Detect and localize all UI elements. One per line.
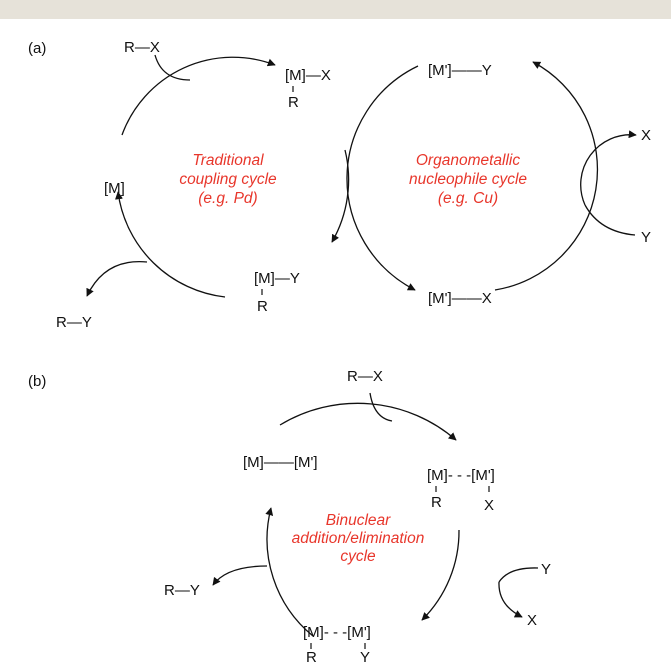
oa-intermediate-top: [M]—X	[285, 67, 331, 84]
left-cycle-name-2: coupling cycle	[179, 171, 277, 188]
b-oa-sub-r: R	[431, 494, 442, 511]
b-tm-sub-r: R	[306, 649, 317, 665]
b-tm-intermediate-top: [M]- - -[M']	[303, 624, 371, 641]
panel-b-label: (b)	[28, 373, 46, 390]
added-y: Y	[641, 229, 651, 246]
oa-intermediate-r: R	[288, 94, 299, 111]
tm-intermediate-top: [M]—Y	[254, 270, 300, 287]
b-cycle-name-3: cycle	[340, 548, 376, 565]
right-top-species: [M']——Y	[428, 62, 492, 79]
b-product-ry: R—Y	[164, 582, 200, 599]
b-oa-intermediate-top: [M]- - -[M']	[427, 467, 495, 484]
arc-reductive-elimination	[114, 191, 226, 298]
right-cycle-name-1: Organometallic	[416, 152, 520, 169]
reagent-rx: R—X	[124, 39, 160, 56]
b-released-x: X	[527, 612, 537, 629]
b-oa-sub-x: X	[484, 497, 494, 514]
b-product-exit-arrow	[212, 565, 268, 586]
arc-nucleophile-descending	[346, 65, 419, 291]
b-added-y: Y	[541, 561, 551, 578]
right-bottom-species: [M']——X	[428, 290, 492, 307]
right-cycle-name-2: nucleophile cycle	[409, 171, 527, 188]
catalyst-m: [M]	[104, 180, 125, 197]
released-x: X	[641, 127, 651, 144]
b-dimer: [M]——[M']	[243, 454, 318, 471]
reagent-entry-curve	[154, 54, 191, 81]
left-cycle-name-3: (e.g. Pd)	[198, 190, 257, 207]
arc-binuclear-re	[265, 507, 314, 637]
y-addition-curve	[584, 204, 636, 236]
arc-binuclear-oa	[279, 402, 457, 441]
arc-nucleophile-ascending	[494, 61, 599, 291]
panel-a-label: (a)	[28, 40, 46, 57]
b-cycle-name-2: addition/elimination	[292, 530, 425, 547]
b-reagent-entry-curve	[369, 392, 393, 422]
arc-transmetalation	[331, 149, 350, 243]
x-release-arrow	[580, 130, 637, 206]
b-cycle-name-1: Binuclear	[326, 512, 391, 529]
right-cycle-name-3: (e.g. Cu)	[438, 190, 498, 207]
top-bar	[0, 0, 671, 19]
b-y-addition-curve	[498, 567, 539, 583]
product-exit-arrow	[86, 260, 148, 297]
tm-intermediate-r: R	[257, 298, 268, 315]
b-tm-sub-y: Y	[360, 649, 370, 665]
arc-oxidative-addition	[121, 56, 276, 136]
arc-binuclear-tm	[421, 529, 460, 621]
product-ry: R—Y	[56, 314, 92, 331]
b-x-release-arrow	[498, 581, 523, 618]
left-cycle-name-1: Traditional	[192, 152, 264, 169]
b-reagent-rx: R—X	[347, 368, 383, 385]
